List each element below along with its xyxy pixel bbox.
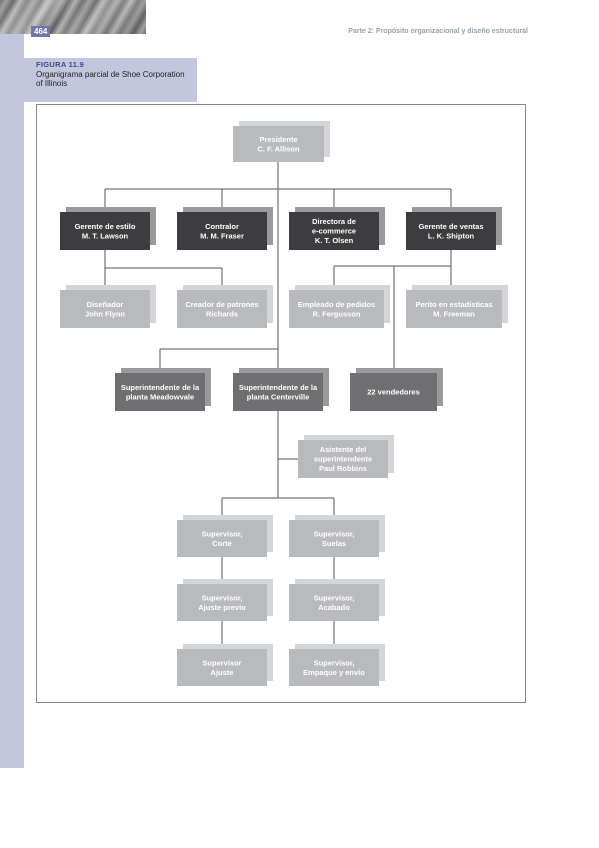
org-box-label: Empaque y envío <box>303 668 365 677</box>
figure-label: FIGURA 11.9 <box>36 60 85 69</box>
org-box-label: R. Fergusson <box>313 309 361 318</box>
org-box-label: M. T. Lawson <box>82 231 129 240</box>
org-box-label: Corte <box>212 539 232 548</box>
org-box-body <box>289 649 379 686</box>
org-box-body <box>298 440 388 478</box>
running-head: Parte 2: Propósito organizacional y dise… <box>348 28 528 35</box>
org-box-label: planta Centerville <box>247 392 310 401</box>
org-box-label: Gerente de estilo <box>75 222 136 231</box>
org-box-label: Supervisor, <box>314 529 355 538</box>
org-box-label: Perito en estadísticas <box>415 300 492 309</box>
org-box-label: Contralor <box>205 222 239 231</box>
org-box-body <box>406 290 502 328</box>
org-box-label: Superintendente de la <box>239 383 318 392</box>
org-box-vendedores: 22 vendedores <box>350 368 443 411</box>
org-box-label: Richards <box>206 309 238 318</box>
org-box-label: Acabado <box>318 603 350 612</box>
org-box-label: Ajuste <box>211 668 234 677</box>
org-box-body <box>177 649 267 686</box>
org-box-label: Ajuste previo <box>198 603 246 612</box>
org-box-label: Supervisor, <box>202 593 243 602</box>
org-box-body <box>60 290 150 328</box>
org-box-label: planta Meadowvale <box>126 392 194 401</box>
org-box-body <box>289 520 379 557</box>
org-box-label: Creador de patrones <box>185 300 258 309</box>
org-box-body <box>115 373 205 411</box>
org-box-label: Superintendente de la <box>121 383 200 392</box>
org-box-body <box>233 373 323 411</box>
org-box-label: Supervisor, <box>314 593 355 602</box>
figure-caption-box <box>24 58 197 102</box>
org-box-label: superintendente <box>314 455 372 464</box>
org-box-label: M. M. Fraser <box>200 231 244 240</box>
org-box-label: L. K. Shipton <box>428 231 475 240</box>
org-box-label: e-commerce <box>312 227 356 236</box>
org-box-label: Asistente del <box>320 445 367 454</box>
org-box-body <box>60 212 150 250</box>
org-box-body <box>289 290 384 328</box>
org-box-label: K. T. Olsen <box>315 236 354 245</box>
org-box-label: Gerente de ventas <box>418 222 483 231</box>
org-box-label: Empleado de pedidos <box>298 300 376 309</box>
org-box-corte: Supervisor,Corte <box>177 515 273 557</box>
header-photo <box>0 0 146 34</box>
org-box-ajuste-previo: Supervisor,Ajuste previo <box>177 579 273 621</box>
org-box-label: Supervisor, <box>314 658 355 667</box>
org-box-body <box>406 212 496 250</box>
org-box-body <box>289 212 379 250</box>
org-box-suelas: Supervisor,Suelas <box>289 515 385 557</box>
org-box-label: Suelas <box>322 539 346 548</box>
org-box-label: Supervisor <box>202 658 241 667</box>
org-box-label: M. Freeman <box>433 309 475 318</box>
org-box-label: Diseñador <box>87 300 124 309</box>
org-box-label: Presidente <box>259 135 297 144</box>
org-box-label: John Flynn <box>85 309 125 318</box>
org-box-empaque: Supervisor,Empaque y envío <box>289 644 385 686</box>
org-box-label: 22 vendedores <box>367 388 420 397</box>
side-accent-strip <box>0 0 24 768</box>
figure-title: Organigrama parcial de Shoe Corporation … <box>36 70 185 88</box>
org-box-label: Supervisor, <box>202 529 243 538</box>
org-box-body <box>177 290 267 328</box>
org-box-acabado: Supervisor,Acabado <box>289 579 385 621</box>
org-box-body <box>177 584 267 621</box>
org-box-body <box>233 126 324 162</box>
org-box-body <box>350 373 437 411</box>
org-box-body <box>289 584 379 621</box>
org-box-label: Directora de <box>312 217 356 226</box>
org-box-label: C. F. Allison <box>257 144 300 153</box>
org-box-label: Paul Robbins <box>319 464 367 473</box>
org-box-body <box>177 212 267 250</box>
page-number: 464 <box>31 26 51 37</box>
org-box-body <box>177 520 267 557</box>
